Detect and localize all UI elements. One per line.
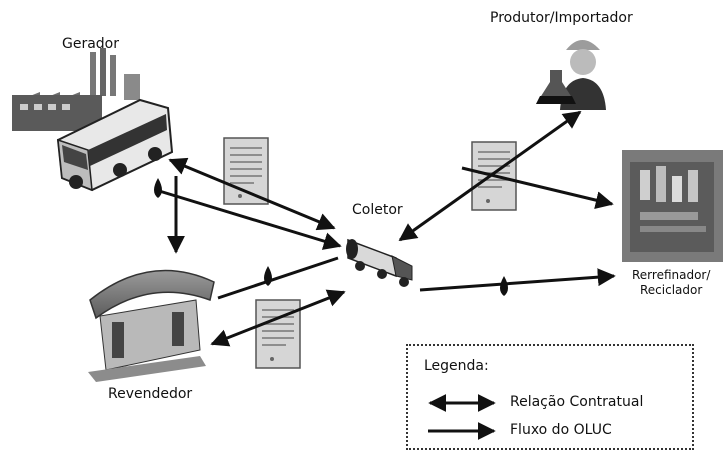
flow-arrow-coletor-rerrefinador	[419, 268, 616, 292]
oil-drop-icon	[264, 266, 272, 286]
contract-arrow-produtor-rerrefinador	[461, 166, 614, 209]
legend-box: Legenda: Relação Contratual Fluxo do OLU…	[406, 344, 694, 450]
flow-arrow-gerador-coletor	[155, 188, 342, 250]
legend-title: Legenda:	[424, 358, 489, 374]
legend-double-arrow-icon	[428, 394, 496, 412]
label-revendedor: Revendedor	[108, 386, 193, 402]
tanker-truck-icon	[346, 238, 413, 287]
label-gerador: Gerador	[62, 36, 120, 52]
factory-icon	[12, 48, 140, 131]
document-icon	[255, 299, 301, 369]
contract-arrow-revendedor-coletor	[210, 289, 346, 347]
oluc-flow-arrows	[155, 176, 616, 300]
legend-label-fluxo: Fluxo do OLUC	[510, 422, 612, 438]
flow-line-revendedor-coletor	[217, 256, 339, 300]
document-icon	[223, 137, 269, 205]
contract-arrows	[168, 110, 614, 347]
label-coletor: Coletor	[352, 202, 403, 218]
legend-label-contratual: Relação Contratual	[510, 394, 644, 410]
oil-drop-icon	[500, 276, 508, 296]
refinery-icon	[622, 150, 723, 262]
oil-drop-icon	[154, 178, 162, 198]
contract-arrow-gerador-coletor	[168, 157, 336, 231]
oil-drop-icons	[154, 178, 508, 296]
fuel-station-icon	[88, 269, 215, 382]
label-rerrefinador-line1: Rerrefinador/	[632, 268, 711, 282]
label-rerrefinador-line2: Reciclador	[640, 283, 703, 297]
legend-single-arrow-icon	[428, 422, 496, 440]
flask-icon	[536, 70, 576, 104]
label-produtor-importador: Produtor/Importador	[490, 10, 633, 26]
bus-icon	[56, 98, 174, 192]
